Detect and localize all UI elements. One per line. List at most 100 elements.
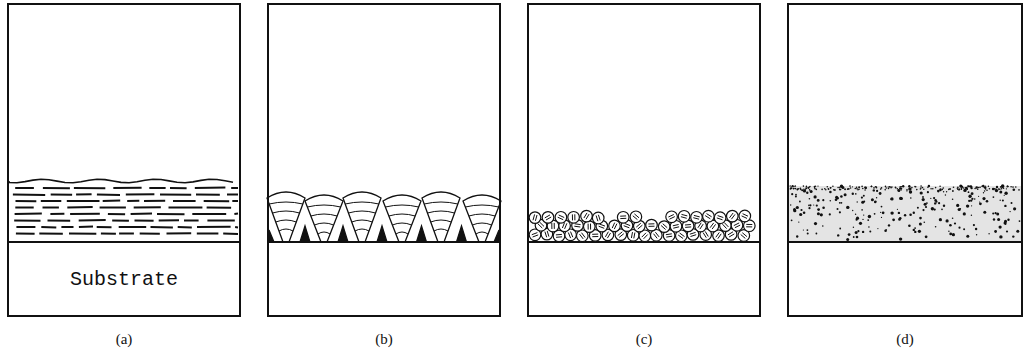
grain-lattice bbox=[546, 217, 551, 220]
stipple-dot bbox=[946, 191, 947, 192]
lamella bbox=[69, 233, 96, 235]
grain bbox=[691, 212, 703, 224]
grain-lattice bbox=[533, 214, 535, 220]
stipple-dot bbox=[809, 198, 811, 200]
stipple-dot bbox=[935, 187, 937, 189]
stipple-dot bbox=[850, 187, 852, 189]
stipple-dot bbox=[899, 237, 902, 240]
substrate-band: Substrate bbox=[10, 244, 238, 314]
growth-band bbox=[314, 223, 333, 225]
lamella bbox=[103, 200, 121, 202]
growth-band bbox=[273, 211, 300, 213]
lamella bbox=[173, 200, 196, 202]
stipple-dot bbox=[948, 231, 949, 232]
grain bbox=[555, 212, 567, 224]
lamella bbox=[197, 226, 231, 228]
stipple-dot bbox=[948, 189, 950, 191]
stipple-dot bbox=[839, 187, 841, 189]
stipple-dot bbox=[806, 192, 808, 194]
stipple-dot bbox=[963, 212, 966, 215]
stipple-dot bbox=[971, 198, 973, 200]
lamella bbox=[196, 194, 220, 196]
stipple-dot bbox=[797, 189, 799, 191]
stipple-dot bbox=[975, 228, 977, 230]
stipple-dot bbox=[968, 186, 970, 188]
stipple-dot bbox=[993, 188, 995, 190]
lamella bbox=[227, 194, 238, 196]
stipple-dot bbox=[1001, 186, 1003, 188]
film-surface bbox=[9, 179, 233, 183]
stipple-dot bbox=[1004, 205, 1006, 207]
stipple-dot bbox=[930, 188, 932, 190]
stipple-dot bbox=[984, 186, 987, 189]
grain bbox=[739, 210, 751, 222]
grain-lattice bbox=[574, 226, 580, 228]
grain-lattice bbox=[620, 215, 626, 216]
grain-lattice bbox=[718, 234, 721, 239]
stipple-dot bbox=[821, 189, 823, 191]
stipple-dot bbox=[925, 235, 928, 238]
lamella bbox=[127, 200, 139, 202]
grain bbox=[678, 211, 690, 223]
stipple-dot bbox=[994, 188, 996, 190]
lamella bbox=[231, 187, 238, 189]
stipple-dot bbox=[837, 187, 839, 189]
stipple-dot bbox=[1015, 186, 1017, 188]
stipple-dot bbox=[963, 187, 965, 189]
stipple-dot bbox=[881, 187, 883, 189]
column-grain bbox=[383, 195, 421, 242]
grain-lattice bbox=[669, 217, 674, 220]
stipple-dot bbox=[853, 236, 855, 238]
substrate-label: Substrate bbox=[70, 268, 178, 291]
lamella bbox=[119, 226, 147, 228]
grain-lattice bbox=[649, 226, 655, 227]
column-grain bbox=[343, 192, 381, 242]
stipple-dot bbox=[884, 189, 886, 191]
panel-frame bbox=[788, 4, 1022, 316]
stipple-dot bbox=[803, 189, 806, 192]
stipple-dot bbox=[841, 202, 843, 204]
grain bbox=[630, 211, 642, 223]
stipple-dot bbox=[1007, 186, 1009, 188]
grain-lattice bbox=[568, 233, 570, 239]
lamella bbox=[67, 200, 100, 202]
stipple-dot bbox=[825, 189, 827, 191]
stipple-dot bbox=[834, 189, 836, 191]
growth-band bbox=[396, 232, 408, 234]
stipple-dot bbox=[795, 196, 797, 198]
grain-lattice bbox=[590, 224, 591, 230]
stipple-dot bbox=[901, 188, 903, 190]
stipple-dot bbox=[807, 187, 809, 189]
stipple-dot bbox=[976, 234, 977, 235]
lamella bbox=[16, 226, 35, 228]
grain bbox=[658, 221, 670, 233]
stipple-dot bbox=[978, 187, 980, 189]
stipple-dot bbox=[800, 209, 802, 211]
stipple-dot bbox=[832, 185, 834, 187]
stipple-dot bbox=[908, 224, 911, 227]
stipple-dot bbox=[908, 187, 911, 190]
stipple-dot bbox=[911, 187, 913, 189]
stipple-dot bbox=[909, 190, 912, 193]
stipple-dot bbox=[1013, 207, 1016, 210]
stipple-dot bbox=[971, 186, 973, 188]
stipple-dot bbox=[940, 189, 942, 191]
stipple-dot bbox=[868, 215, 871, 218]
amorphous-film bbox=[789, 186, 1021, 241]
stipple-dot bbox=[868, 226, 870, 228]
stipple-dot bbox=[857, 201, 858, 202]
stipple-dot bbox=[817, 208, 820, 211]
stipple-dot bbox=[855, 214, 856, 215]
lamella bbox=[126, 193, 155, 195]
stipple-dot bbox=[889, 186, 891, 188]
stipple-dot bbox=[906, 189, 908, 191]
stipple-dot bbox=[807, 229, 809, 231]
stipple-dot bbox=[979, 201, 980, 202]
stipple-dot bbox=[856, 236, 859, 239]
grain-lattice bbox=[605, 232, 608, 237]
stipple-dot bbox=[828, 188, 830, 190]
lamella bbox=[169, 207, 203, 209]
grain-lattice bbox=[666, 233, 672, 235]
lamella bbox=[197, 233, 219, 235]
stipple-dot bbox=[917, 207, 919, 209]
